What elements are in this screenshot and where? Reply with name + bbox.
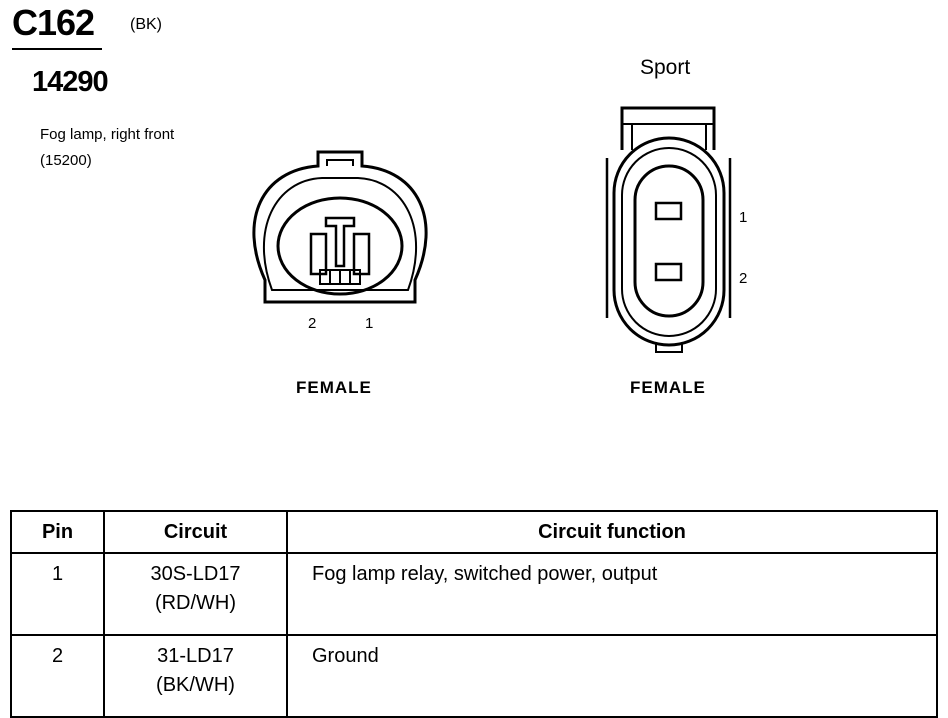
table-row: 2 31-LD17 (BK/WH) Ground [10,634,938,718]
right-connector-face [605,106,732,353]
right-connector-gender: FEMALE [630,378,706,397]
right-connector-outer-shell [612,136,726,347]
circuit-function: Fog lamp relay, switched power, output [286,552,938,636]
right-pin-label-1: 1 [739,209,747,226]
left-connector-key [324,216,356,268]
connector-id: C162 [12,2,95,43]
left-connector-face [252,150,428,304]
pin-number: 1 [10,552,105,636]
table-row: 1 30S-LD17 (RD/WH) Fog lamp relay, switc… [10,552,938,636]
right-terminal-2 [654,262,683,282]
header-circuit-function: Circuit function [286,510,938,554]
circuit-code: 31-LD17 [157,645,234,667]
part-number: 14290 [32,66,109,98]
circuit-code: 30S-LD17 [150,563,241,585]
right-connector-inner-ring [621,147,717,337]
circuit-wire-color: (RD/WH) [154,592,237,614]
left-connector-insert [276,196,404,296]
left-terminal-2 [309,232,328,276]
right-pin-label-2: 2 [739,270,747,287]
connector-color: (BK) [130,16,162,33]
circuit-wire-color: (BK/WH) [156,674,235,696]
pin-table: Pin Circuit Circuit function 1 30S-LD17 … [10,510,938,718]
left-pin-label-1: 1 [365,315,373,332]
left-connector-inner-ring [262,177,418,291]
title-underline [12,48,102,50]
connector-diagrams: 2 1 1 2 [252,106,747,353]
left-connector-latch [326,159,354,166]
circuit-cell: 31-LD17 (BK/WH) [103,634,288,718]
variant-label: Sport [640,56,691,79]
header-pin: Pin [10,510,105,554]
right-connector-insert [633,164,705,318]
circuit-cell: 30S-LD17 (RD/WH) [103,552,288,636]
left-pin-label-2: 2 [308,315,316,332]
component-description: Fog lamp, right front [40,126,175,143]
right-terminal-1 [654,201,683,221]
right-connector-bottom-tab [655,342,683,353]
right-connector-top-tab [620,106,716,150]
header-circuit: Circuit [103,510,288,554]
component-base-part: (15200) [40,152,92,169]
left-terminal-1 [352,232,371,276]
left-connector-outer-shell [252,150,428,304]
circuit-function: Ground [286,634,938,718]
pin-number: 2 [10,634,105,718]
table-header-row: Pin Circuit Circuit function [10,510,938,554]
left-connector-gender: FEMALE [296,378,372,397]
